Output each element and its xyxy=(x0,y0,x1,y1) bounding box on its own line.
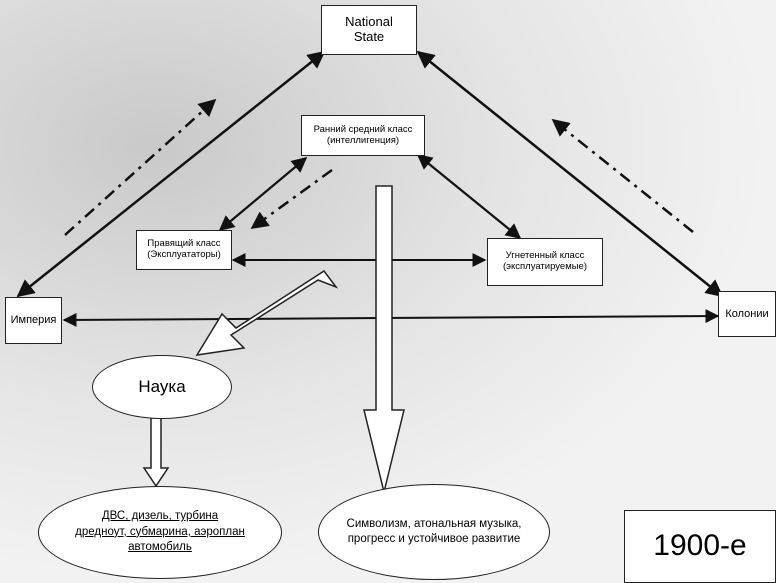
node-empire: Империя xyxy=(5,297,62,344)
node-ruling-class: Правящий класс (Эксплуататоры) xyxy=(136,230,232,270)
empire-state-arrow xyxy=(16,50,326,298)
node-technologies: ДВС, дизель, турбина дредноут, субмарина… xyxy=(38,486,282,579)
block-arrow-to-technologies xyxy=(142,417,170,488)
dashdot-left-arrow xyxy=(64,98,217,236)
node-culture: Символизм, атональная музыка, прогресс и… xyxy=(318,484,550,580)
dashdot-right-arrow xyxy=(551,118,694,233)
colonies-state-arrow xyxy=(416,50,724,298)
node-oppressed-class: Угнетенный класс (эксплуатируемые) xyxy=(487,238,603,286)
node-colonies: Колонии xyxy=(718,291,776,337)
middle-ruling-arrow xyxy=(218,157,308,231)
node-national-state: National State xyxy=(321,5,417,55)
block-arrow-to-culture xyxy=(363,185,405,493)
block-arrow-to-science xyxy=(195,269,339,356)
node-early-middle-class: Ранний средний класс (интеллигенция) xyxy=(301,115,425,156)
era-label: 1900-е xyxy=(624,510,776,583)
dashdot-center-arrow xyxy=(250,168,333,230)
middle-oppressed-arrow xyxy=(416,154,522,239)
node-science: Наука xyxy=(92,355,232,419)
